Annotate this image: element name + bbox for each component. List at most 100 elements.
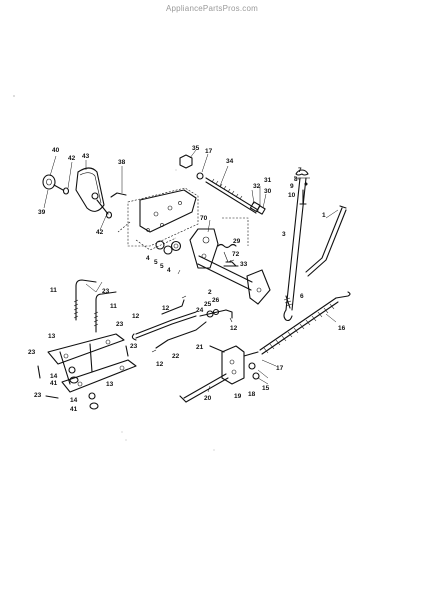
callout-5-right: 5 [160, 263, 164, 270]
callout-11-right: 11 [110, 303, 117, 310]
scan-specks [13, 95, 215, 451]
callout-34: 34 [226, 158, 234, 165]
callout-26: 26 [212, 297, 220, 304]
link-13-upper [47, 333, 125, 365]
callout-41-lower: 41 [70, 406, 78, 413]
callout-39: 39 [38, 209, 46, 216]
bracket-assembly [42, 166, 127, 219]
callout-35: 35 [192, 145, 200, 152]
nut-18 [252, 372, 260, 380]
spring-bracket [179, 345, 269, 403]
callout-15: 15 [262, 385, 270, 392]
callout-23-right: 23 [116, 321, 124, 328]
callout-23-bottom: 23 [34, 392, 42, 399]
pin-23-bottom [45, 395, 59, 399]
callout-42-bottom: 42 [96, 229, 104, 236]
callout-31: 31 [264, 177, 272, 184]
lift-shaft-2 [189, 228, 271, 305]
handle-bottom [283, 309, 293, 322]
callout-12-lower: 12 [156, 361, 164, 368]
callout-32: 32 [253, 183, 261, 190]
lever-1-top [339, 205, 347, 209]
bracket-19 [221, 345, 245, 385]
callout-25: 25 [204, 301, 212, 308]
callout-7: 7 [298, 167, 302, 174]
nut-14-upper [68, 366, 76, 374]
callout-17-bottom: 17 [276, 365, 284, 372]
nut-35 [179, 154, 193, 169]
callout-14-upper: 14 [50, 373, 58, 380]
callout-12-left: 12 [132, 313, 140, 320]
link-rods [131, 295, 233, 353]
rod-12-upper [161, 299, 185, 315]
spring-16 [259, 291, 351, 355]
clip-24 [206, 310, 214, 318]
link-13-lower [61, 359, 137, 393]
callout-9: 9 [290, 183, 294, 190]
callout-19: 19 [234, 393, 242, 400]
callout-42-top: 42 [68, 155, 76, 162]
watermark: AppliancePartsPros.com [166, 4, 258, 13]
callout-22: 22 [172, 353, 180, 360]
callout-29: 29 [233, 238, 241, 245]
callout-6: 6 [300, 293, 304, 300]
callout-13-lower: 13 [106, 381, 114, 388]
callout-40: 40 [52, 147, 60, 154]
pin-23-right [125, 345, 129, 357]
pin-23-left [37, 365, 41, 379]
washer-41-lower [89, 402, 99, 410]
callout-18: 18 [248, 391, 256, 398]
callout-20: 20 [204, 395, 212, 402]
callout-13-upper: 13 [48, 333, 56, 340]
callout-23-top: 23 [102, 288, 110, 295]
callout-23-mid: 23 [130, 343, 138, 350]
callout-41-upper: 41 [50, 380, 58, 387]
bolt-21 [209, 345, 225, 353]
callout-labels: 40 42 43 38 39 42 35 17 34 31 32 30 7 8 … [28, 145, 346, 413]
callout-12-right: 12 [230, 325, 238, 332]
washers-4-5 [155, 240, 182, 255]
callout-10: 10 [288, 192, 296, 199]
spring-29 [217, 243, 237, 249]
callout-21: 21 [196, 344, 204, 351]
washer-17-top [196, 172, 204, 180]
washer-41-upper [69, 376, 79, 384]
callout-43: 43 [82, 153, 90, 160]
washer-26 [212, 308, 220, 316]
rod-11-left [75, 279, 97, 287]
bolt-38 [110, 192, 127, 198]
knob-7 [295, 169, 309, 176]
rod-22 [155, 321, 207, 349]
callout-24: 24 [196, 307, 204, 314]
callout-38: 38 [118, 159, 126, 166]
bolt-39 [53, 184, 64, 191]
callout-12-upper: 12 [162, 305, 170, 312]
bracket-43 [75, 167, 105, 212]
lower-links [37, 279, 137, 410]
nut-14-lower [88, 392, 96, 400]
washer-40 [42, 174, 56, 190]
frame-plate [117, 187, 199, 251]
lift-arm-70 [189, 228, 219, 269]
callout-14-lower: 14 [70, 397, 78, 404]
washer-42 [62, 187, 70, 195]
callout-3: 3 [282, 231, 286, 238]
leader-lines [43, 149, 339, 393]
callout-30: 30 [264, 188, 272, 195]
rod-11-right [95, 291, 117, 301]
callout-1: 1 [322, 212, 326, 219]
lift-handle-3 [283, 169, 347, 322]
callout-70: 70 [200, 215, 208, 222]
callout-11-left: 11 [50, 287, 57, 294]
callout-17-top: 17 [205, 148, 213, 155]
callout-16: 16 [338, 325, 346, 332]
callout-8: 8 [294, 176, 298, 183]
pin-42-lower [96, 199, 109, 215]
callout-23-left: 23 [28, 349, 36, 356]
callout-72: 72 [232, 251, 240, 258]
callout-4-left: 4 [146, 255, 150, 262]
callout-4-right: 4 [167, 267, 171, 274]
callout-5-left: 5 [154, 259, 158, 266]
shaft-arm-end [246, 269, 271, 305]
